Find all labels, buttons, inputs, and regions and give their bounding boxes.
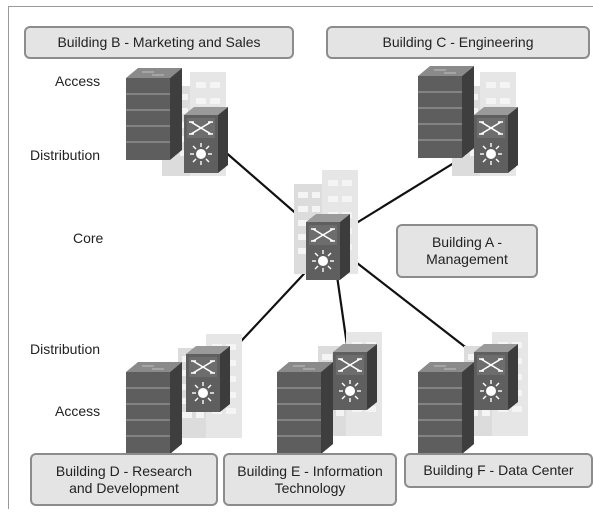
multilayer-switch-icon [332,343,378,411]
multilayer-switch-icon [473,106,519,174]
link-core-building-f [347,255,483,361]
multilayer-switch-icon [183,106,229,174]
building-d-devices [125,334,242,455]
frame-left-border [8,6,9,509]
access-switch-icon [125,361,183,455]
building-d-label-line1: Building D - Research [55,462,193,479]
building-f-label: Building F - Data Center [404,453,593,488]
access-switch-icon [417,361,475,455]
building-a-label: Building A - Management [396,224,538,278]
access-switch-icon [276,361,334,455]
tier-label-access-bottom: Access [55,403,101,419]
building-b-label: Building B - Marketing and Sales [24,26,294,59]
multilayer-switch-icon [185,345,231,413]
building-e-label-line2: Technology [274,479,346,496]
building-a-core-devices [294,170,358,281]
frame-top-border [8,6,593,7]
multilayer-switch-icon [473,343,519,411]
building-f-label-text: Building F - Data Center [423,462,574,478]
building-d-label-line2: and Development [69,479,179,496]
building-b-label-text: Building B - Marketing and Sales [57,34,261,50]
building-a-label-line2: Management [426,251,508,267]
tier-label-distribution-bottom: Distribution [30,341,101,357]
building-e-devices [276,332,382,455]
building-d-label: Building D - Research and Development [30,453,218,506]
building-e-label: Building E - Information Technology [223,453,397,506]
building-b-devices [125,67,229,176]
access-switch-icon [417,65,475,159]
access-switch-icon [125,67,183,161]
tier-label-distribution-top: Distribution [30,147,101,163]
building-c-label-text: Building C - Engineering [382,34,534,50]
building-f-devices [417,332,528,455]
multilayer-switch-icon [305,213,351,281]
building-a-label-line1: Building A - [431,234,503,250]
tier-label-core: Core [73,230,104,246]
building-c-devices [417,65,519,176]
building-c-label: Building C - Engineering [326,26,590,59]
tier-label-access-top: Access [55,73,101,89]
building-e-label-line1: Building E - Information [237,462,383,479]
